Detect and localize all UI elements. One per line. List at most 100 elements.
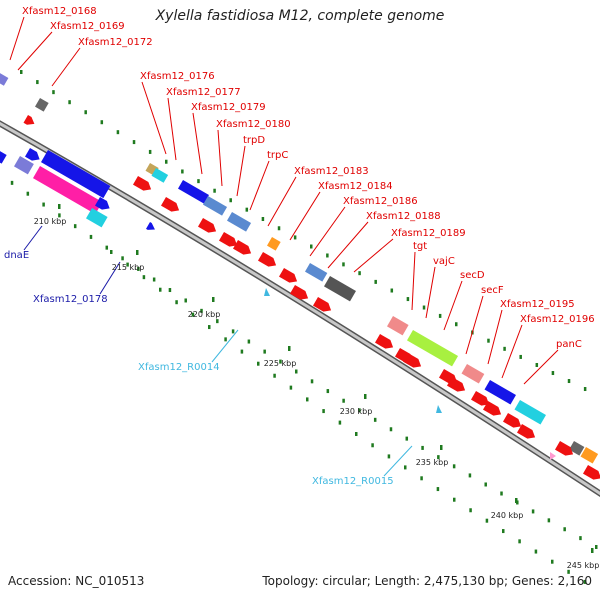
gene-arrow-shape — [23, 115, 35, 125]
kbp-label: 240 kbp — [491, 511, 524, 520]
gene-block — [203, 196, 228, 216]
tick-mark — [191, 312, 195, 317]
tick-mark — [500, 491, 503, 496]
tick-mark — [326, 389, 330, 394]
tick-mark — [420, 476, 423, 481]
gene-arrow — [290, 285, 309, 300]
gene-arrow-shape — [161, 197, 180, 212]
tick-mark — [518, 539, 521, 544]
feature-label: secD — [460, 270, 485, 281]
tick-mark — [89, 234, 93, 239]
gene-arrow — [555, 441, 574, 456]
gene-block — [267, 237, 281, 251]
kbp-label: 220 kbp — [188, 310, 221, 319]
tick-mark — [579, 536, 582, 541]
tick-mark — [181, 169, 184, 174]
gene-arrow-shape — [219, 232, 238, 247]
tick-mark — [229, 198, 232, 203]
tick-mark — [273, 373, 276, 378]
leader-line — [99, 261, 121, 295]
leader-line — [17, 31, 53, 71]
feature-label: Xfasm12_0172 — [78, 37, 153, 48]
gene-arrow-shape — [25, 148, 40, 161]
feature-label: Xfasm12_0189 — [391, 228, 466, 239]
tick-mark — [84, 110, 87, 115]
leader-line — [9, 16, 25, 61]
gene-block-shape — [41, 150, 111, 199]
gene-arrow-shape — [233, 240, 252, 255]
tick-mark — [142, 275, 146, 280]
leader-line — [249, 160, 270, 211]
gene-marker — [550, 452, 556, 460]
gene-arrow — [503, 413, 522, 428]
gene-arrow — [25, 148, 40, 161]
tick-mark — [595, 545, 598, 549]
gene-block-shape — [151, 167, 169, 183]
feature-label: trpD — [243, 135, 265, 146]
accession-text: Accession: NC_010513 — [8, 574, 145, 588]
gene-arrow-shape — [403, 353, 422, 368]
feature-label: Xfasm12_0188 — [366, 211, 441, 222]
gene-block — [13, 156, 34, 175]
major-tick — [515, 498, 518, 503]
tick-mark — [355, 432, 358, 436]
tick-mark — [231, 329, 235, 334]
rna-marker — [436, 405, 442, 413]
leader-line — [217, 129, 223, 187]
tick-mark — [36, 80, 39, 85]
feature-label: Xfasm12_0183 — [294, 166, 369, 177]
tick-mark — [502, 529, 505, 534]
leader-line — [167, 97, 177, 161]
tick-mark — [485, 518, 489, 523]
tick-mark — [404, 465, 407, 470]
tick-mark — [208, 325, 211, 330]
feature-label: trpC — [267, 150, 288, 161]
gene-arrow — [517, 424, 536, 439]
gene-block — [151, 167, 169, 183]
feature-label: panC — [556, 339, 582, 350]
gene-block-shape — [580, 446, 599, 464]
tick-mark — [437, 455, 440, 460]
leader-line — [411, 251, 416, 311]
tick-mark — [224, 337, 227, 342]
feature-label: vajC — [433, 256, 455, 267]
tick-mark — [438, 313, 442, 318]
gene-arrow-shape — [290, 285, 309, 300]
gene-arrow — [375, 334, 394, 349]
gene-arrow — [258, 252, 277, 267]
leader-line — [309, 206, 346, 257]
feature-label: Xfasm12_0168 — [22, 6, 97, 17]
gene-arrow-shape — [375, 334, 394, 349]
gene-arrow — [471, 391, 490, 406]
gene-block-shape — [387, 316, 409, 336]
tick-mark — [216, 319, 219, 324]
feature-label: tgt — [413, 241, 427, 252]
tick-mark — [567, 569, 570, 574]
tick-mark — [306, 397, 309, 402]
feature-label: Xfasm12_0178 — [33, 294, 108, 305]
genome-title: Xylella fastidiosa M12, complete genome — [155, 8, 445, 24]
gene-block — [41, 150, 111, 199]
leader-line — [487, 309, 503, 365]
leader-line — [141, 81, 167, 155]
tick-mark — [121, 256, 124, 261]
gene-block-shape — [0, 150, 7, 164]
tick-mark — [390, 288, 394, 293]
tick-mark — [247, 339, 251, 344]
gene-arrow-shape — [279, 268, 298, 283]
kbp-label: 230 kbp — [340, 407, 373, 416]
rna-marker — [264, 288, 270, 296]
tick-mark — [148, 149, 152, 154]
tick-mark — [159, 287, 162, 292]
tick-mark — [487, 338, 490, 343]
major-tick — [288, 346, 291, 351]
tick-mark — [184, 298, 187, 303]
gene-block-shape — [569, 441, 585, 456]
leader-line — [267, 176, 297, 227]
gene-block — [461, 363, 485, 384]
leader-line — [383, 445, 413, 477]
tick-mark — [279, 359, 282, 364]
tick-mark — [583, 579, 587, 584]
gene-arrow-shape — [95, 197, 110, 210]
